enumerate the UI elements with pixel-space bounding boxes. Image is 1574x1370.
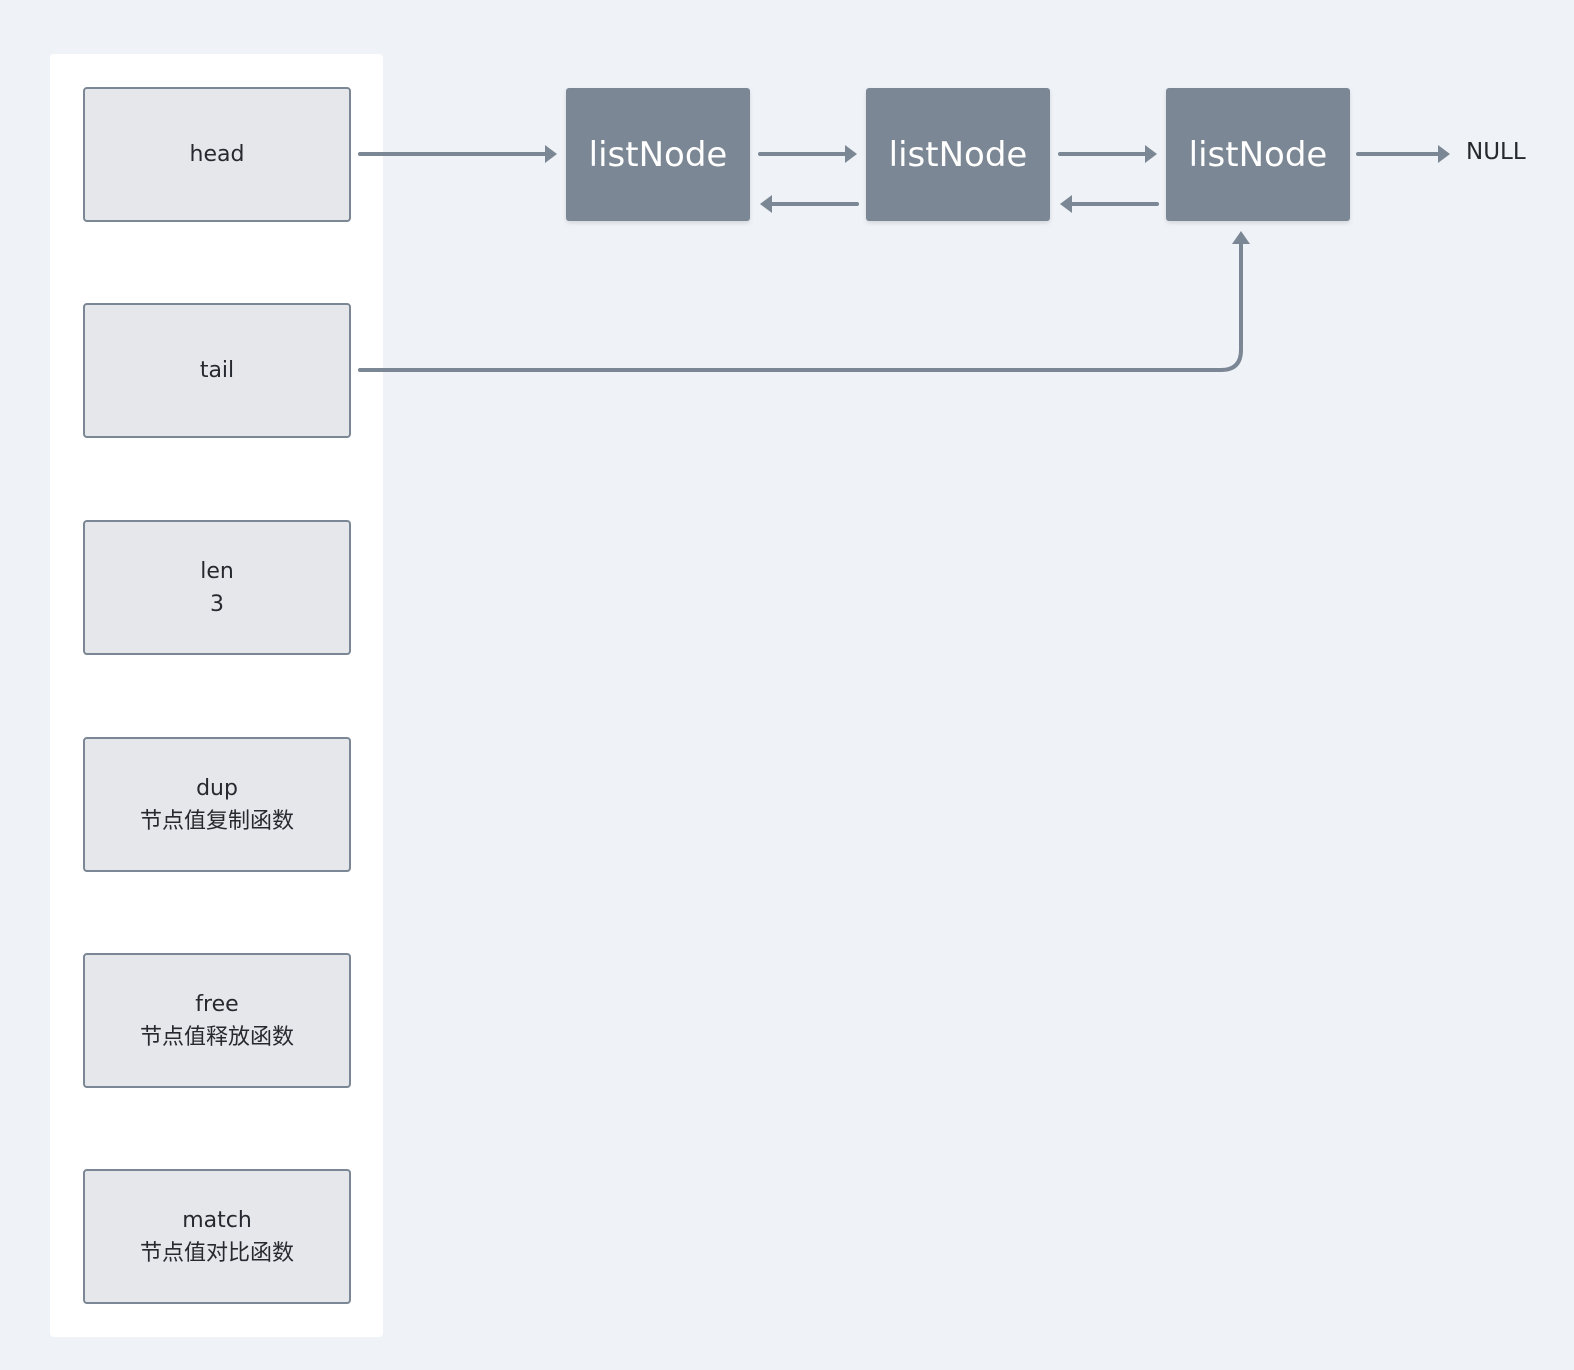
field-tail-name: tail: [199, 358, 235, 383]
field-len-value: 3: [210, 591, 224, 617]
field-dup: dup 节点值复制函数: [83, 737, 351, 872]
list-node-3: listNode: [1166, 88, 1350, 221]
field-free-desc: 节点值释放函数: [139, 1024, 294, 1050]
field-dup-name: dup: [196, 775, 238, 801]
tail-to-node3-arrow-line: [358, 242, 1243, 372]
field-len: len 3: [83, 520, 351, 655]
null-terminator: NULL: [1466, 139, 1526, 165]
node3-next-arrowhead: [1438, 145, 1450, 163]
field-free-name: free: [195, 991, 239, 1017]
node1-next-arrowhead: [845, 145, 857, 163]
node2-prev-arrowhead: [760, 195, 772, 213]
field-len-name: len: [200, 558, 234, 584]
field-match-desc: 节点值对比函数: [139, 1240, 294, 1266]
field-head: head: [83, 87, 351, 222]
node2-next-arrowhead: [1145, 145, 1157, 163]
field-free: free 节点值释放函数: [83, 953, 351, 1088]
head-arrowhead: [545, 145, 557, 163]
tail-arrowhead: [1232, 231, 1250, 244]
field-tail: tail: [83, 303, 351, 438]
list-node-2: listNode: [866, 88, 1050, 221]
field-dup-desc: 节点值复制函数: [139, 808, 294, 834]
field-match-name: match: [182, 1207, 252, 1233]
list-node-1: listNode: [566, 88, 750, 221]
field-head-name: head: [189, 142, 245, 167]
node3-prev-arrowhead: [1060, 195, 1072, 213]
field-match: match 节点值对比函数: [83, 1169, 351, 1304]
list-struct-panel: [50, 54, 383, 1337]
